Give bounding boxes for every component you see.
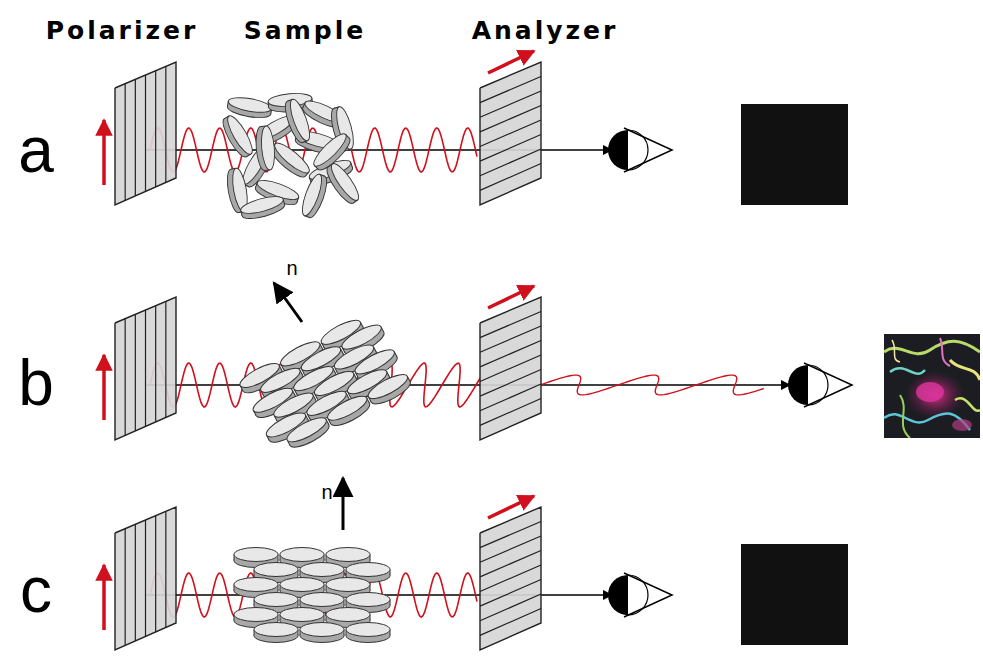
part-heading: Sample bbox=[244, 18, 366, 43]
analyzer-plate bbox=[480, 507, 541, 650]
isotropic-sample bbox=[219, 92, 363, 222]
disc-particle bbox=[281, 97, 313, 145]
disc-particle bbox=[219, 113, 257, 160]
polarizer-plate bbox=[115, 297, 176, 440]
normal-vector-label: n bbox=[321, 482, 332, 502]
dark-field bbox=[741, 544, 848, 645]
disc-particle bbox=[254, 623, 298, 643]
director-arrow bbox=[342, 478, 345, 530]
light-wave bbox=[540, 375, 764, 395]
analyzer-plate bbox=[480, 62, 541, 205]
polarizer-plate bbox=[115, 62, 176, 205]
disc-particle bbox=[310, 130, 354, 174]
disc-particle bbox=[323, 160, 363, 206]
row-letter: a bbox=[18, 118, 54, 182]
part-heading: Polarizer bbox=[46, 18, 199, 43]
light-wave bbox=[150, 128, 477, 172]
polarization-arrow bbox=[102, 120, 106, 185]
disc-particle bbox=[365, 370, 413, 408]
analyzer-arrow bbox=[488, 51, 534, 73]
observer-eye bbox=[608, 128, 672, 172]
disc-particle bbox=[325, 392, 373, 430]
dark-field bbox=[741, 104, 848, 205]
disc-particle bbox=[300, 623, 344, 643]
disc-particle bbox=[254, 126, 276, 171]
disc-particle bbox=[346, 623, 390, 643]
analyzer-arrow bbox=[488, 286, 534, 308]
light-axis bbox=[145, 149, 612, 151]
normal-vector-label: n bbox=[286, 258, 297, 278]
analyzer-plate bbox=[480, 297, 541, 440]
aligned-sample bbox=[234, 548, 390, 643]
row-letter: b bbox=[18, 351, 54, 415]
observer-eye bbox=[788, 363, 852, 407]
polarizer-plate bbox=[115, 507, 176, 650]
director-arrow bbox=[274, 283, 302, 322]
polarization-arrow bbox=[102, 565, 106, 630]
observer-eye bbox=[608, 573, 672, 617]
disc-particle bbox=[299, 172, 331, 220]
tilted-sample bbox=[237, 308, 413, 459]
texture-image bbox=[884, 334, 980, 438]
disc-particle bbox=[284, 413, 332, 451]
part-heading: Analyzer bbox=[472, 18, 619, 43]
analyzer-arrow bbox=[488, 496, 534, 518]
row-letter: c bbox=[20, 558, 52, 622]
disc-particle bbox=[239, 193, 286, 222]
polarization-arrow bbox=[102, 355, 106, 420]
